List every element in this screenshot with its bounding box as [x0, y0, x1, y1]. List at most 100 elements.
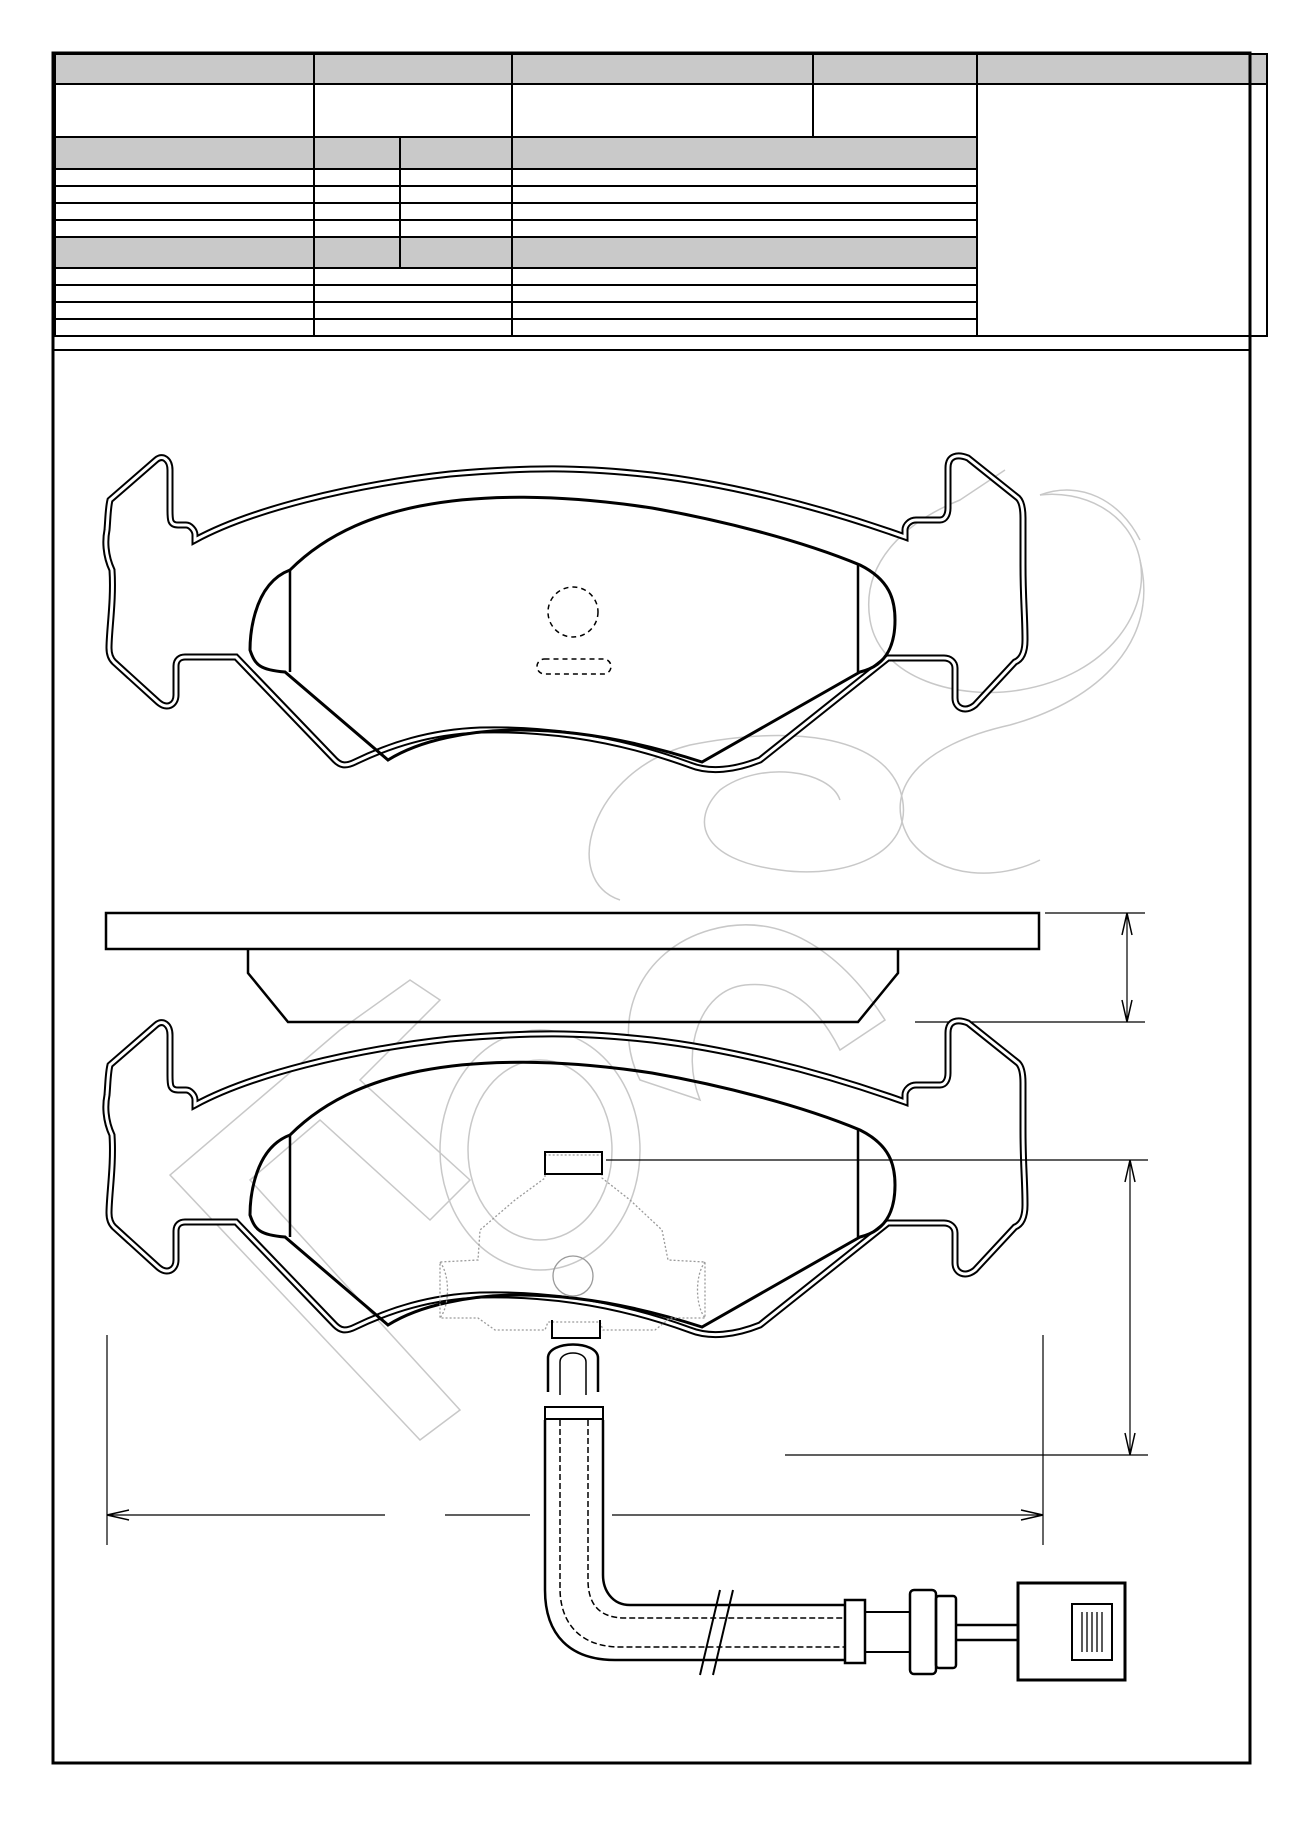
section-a-cell — [313, 168, 401, 187]
cable-sleeve-end — [843, 1598, 867, 1665]
section-b-header — [399, 236, 513, 269]
section-b-cell — [313, 301, 513, 320]
section-a-cell — [313, 185, 401, 204]
section-b-header — [511, 236, 978, 269]
watermark-arc — [1039, 489, 1141, 541]
friction-material-outline — [248, 1060, 897, 1329]
watermark-letter-o-inner — [467, 1059, 613, 1241]
watermark-letter-o-outer — [439, 1029, 641, 1271]
section-a-cell — [511, 219, 978, 238]
spec-table — [54, 53, 1268, 337]
section-b-cell — [511, 284, 978, 303]
hidden-hole — [547, 586, 599, 638]
section-a-cell — [313, 219, 401, 238]
connector-terminal — [1071, 1603, 1113, 1661]
section-b-cell — [511, 267, 978, 286]
header-cell — [511, 53, 814, 85]
backing-plate-outline — [106, 1021, 1025, 1335]
cable-wire-1 — [559, 1420, 845, 1648]
section-b-cell — [511, 318, 978, 337]
section-b-cell — [313, 318, 513, 337]
section-a-cell — [54, 168, 315, 187]
section-a-cell — [511, 185, 978, 204]
pad-front-view — [106, 456, 1025, 770]
connector-ring-2 — [934, 1594, 958, 1670]
section-a-cell — [399, 219, 513, 238]
wear-sensor-cable — [543, 1320, 1127, 1682]
arrow-left — [106, 1509, 130, 1521]
arrow-right — [1020, 1509, 1044, 1521]
clip-center-hole — [552, 1255, 594, 1297]
section-a-cell — [399, 185, 513, 204]
section-a-cell — [511, 202, 978, 221]
info-cell — [313, 83, 513, 138]
sensor-retainer — [551, 1320, 601, 1339]
arrow-up — [1121, 912, 1133, 936]
friction-material — [248, 495, 897, 764]
section-a-header — [511, 136, 978, 170]
logo-area — [976, 83, 1268, 337]
section-a-cell — [54, 202, 315, 221]
clip-top-tab — [544, 1151, 603, 1175]
connector-ring-1 — [908, 1588, 938, 1676]
watermark-letter-s-upper — [588, 734, 905, 901]
watermark-ring — [627, 924, 887, 1102]
backing-plate-side — [104, 911, 1041, 951]
pad-back-view-with-sensor — [106, 1021, 1148, 1682]
clip-tab-right — [696, 1261, 706, 1319]
clip-tab-left — [439, 1261, 449, 1319]
header-cell — [976, 53, 1268, 85]
section-b-cell — [313, 284, 513, 303]
arrow-down — [1121, 999, 1133, 1023]
friction-material-side — [246, 949, 900, 1024]
section-b-cell — [54, 267, 315, 286]
section-a-header — [313, 136, 401, 170]
section-a-cell — [511, 168, 978, 187]
width-dimension — [106, 1335, 1044, 1545]
header-cell — [313, 53, 513, 85]
sensor-clamp — [544, 1406, 604, 1420]
hidden-slot — [536, 658, 612, 675]
info-cell — [511, 83, 814, 138]
backing-plate-inner-edge — [104, 454, 1027, 772]
spring-clip — [439, 1154, 706, 1331]
clip-body — [439, 1154, 706, 1331]
back-plate-group — [106, 1021, 1025, 1335]
watermark-letter-t — [168, 979, 472, 1442]
sensor-head — [546, 1343, 600, 1392]
section-b-cell — [54, 284, 315, 303]
info-cell — [812, 83, 978, 138]
section-b-cell — [511, 301, 978, 320]
sheet-frame — [51, 51, 1252, 1765]
section-b-cell — [54, 318, 315, 337]
backing-plate-outline — [106, 456, 1025, 770]
section-a-cell — [54, 185, 315, 204]
cable-wire-2 — [587, 1420, 845, 1619]
backing-plate-inner-edge — [104, 1019, 1027, 1337]
connector-grille — [1081, 1612, 1103, 1652]
section-b-header — [54, 236, 315, 269]
height-dimension — [606, 1159, 1148, 1456]
break-line-1 — [699, 1589, 721, 1676]
section-a-header — [399, 136, 513, 170]
section-a-cell — [399, 202, 513, 221]
section-a-cell — [54, 219, 315, 238]
break-line-2 — [712, 1589, 734, 1676]
arrow-up — [1124, 1159, 1136, 1183]
section-a-cell — [313, 202, 401, 221]
header-cell — [812, 53, 978, 85]
cable-sheath-inner — [601, 1420, 845, 1607]
section-b-header — [313, 236, 401, 269]
arrow-down — [1124, 1432, 1136, 1456]
header-cell — [54, 53, 315, 85]
pad-side-view — [104, 911, 1145, 1024]
sensor-head-inner — [559, 1352, 587, 1395]
info-cell — [54, 83, 315, 138]
section-b-cell — [54, 301, 315, 320]
connector-plug — [1016, 1581, 1127, 1682]
section-a-cell — [399, 168, 513, 187]
section-a-header — [54, 136, 315, 170]
cable-collar — [865, 1611, 911, 1653]
